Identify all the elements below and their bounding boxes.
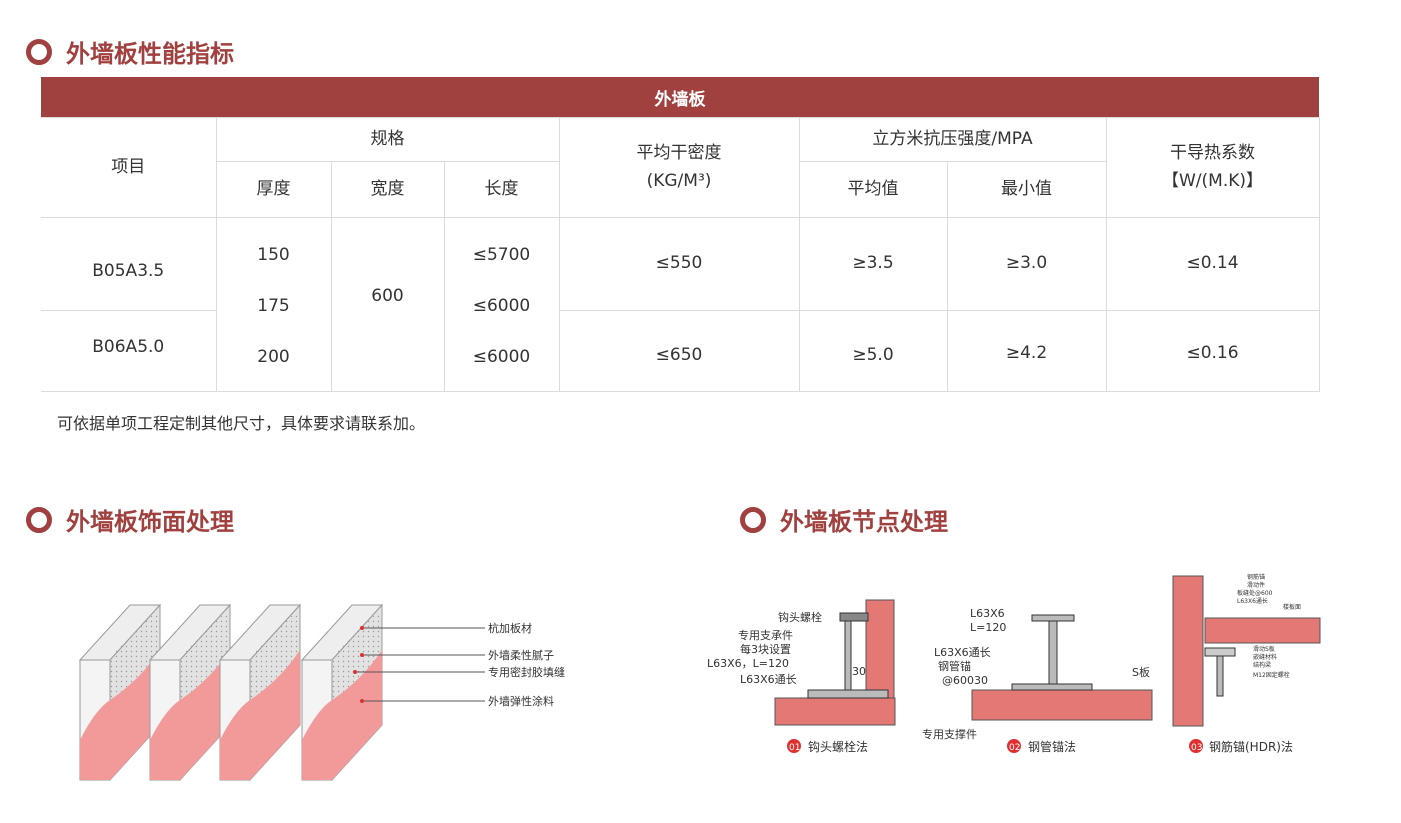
panel [78,603,162,782]
svg-text:嵌缝材料: 嵌缝材料 [1253,653,1277,661]
svg-text:滑动S板: 滑动S板 [1253,645,1275,653]
header-thermal: 干导热系数【W/(M.K)】 [1105,117,1320,218]
svg-text:专用支承件: 专用支承件 [738,628,793,642]
svg-text:L63X6，L=120: L63X6，L=120 [707,657,789,670]
header-length: 长度 [443,161,560,218]
svg-text:01: 01 [789,743,800,753]
svg-text:L63X6通长: L63X6通长 [934,646,991,659]
svg-text:结构梁: 结构梁 [1253,661,1271,669]
header-strength: 立方米抗压强度/MPA [798,117,1107,162]
svg-text:专用支撑件: 专用支撑件 [922,727,977,741]
svg-text:03: 03 [1191,743,1202,753]
panel [218,603,302,782]
label: 外墙弹性涂料 [488,694,554,708]
label: 杭加板材 [488,621,532,635]
svg-text:M12固定螺栓: M12固定螺栓 [1253,671,1290,679]
svg-text:楼板面: 楼板面 [1283,603,1301,611]
svg-text:L63X6通长: L63X6通长 [1237,597,1268,605]
section-title-joint: 外墙板节点处理 [740,502,948,537]
header-item: 项目 [41,117,217,218]
svg-text:钢筋锚: 钢筋锚 [1247,573,1265,581]
svg-text:@600: @600 [942,674,974,687]
panel [148,603,232,782]
section-title-finish: 外墙板饰面处理 [26,502,234,537]
header-spec: 规格 [331,117,444,162]
svg-text:L63X6: L63X6 [970,607,1005,620]
svg-text:滑动件: 滑动件 [1247,581,1265,589]
svg-text:02: 02 [1009,743,1020,753]
header-min: 最小值 [946,161,1107,218]
svg-text:板缝处@600: 板缝处@600 [1237,589,1273,597]
svg-text:钢管锚: 钢管锚 [938,659,971,673]
svg-text:L63X6通长: L63X6通长 [740,673,797,686]
wall-panels [78,603,384,782]
svg-text:30: 30 [974,674,988,687]
ring-icon [26,38,52,65]
header-thickness: 厚度 [216,161,332,218]
svg-text:钩头螺栓: 钩头螺栓 [778,610,822,624]
section-title-performance: 外墙板性能指标 [26,34,234,69]
header-avg: 平均值 [798,161,948,218]
finish-diagram: 杭加板材 外墙柔性腻子 专用密封胶填缝 外墙弹性涂料 [78,603,565,782]
ring-icon [26,506,52,533]
label: 专用密封胶填缝 [488,665,565,679]
joint-diagram-3: 钢筋锚 滑动件 板缝处@600 L63X6通长 楼板面 滑动S板 嵌缝材料 结构… [1172,573,1321,754]
svg-text:钩头螺栓法: 钩头螺栓法 [808,739,868,754]
header-density: 平均干密度(KG/M³) [558,117,800,218]
table-band: 外墙板 [41,77,1319,117]
footnote: 可依据单项工程定制其他尺寸，具体要求请联系加。 [57,414,426,433]
number-badge [1007,739,1021,753]
svg-text:L=120: L=120 [970,621,1006,634]
number-badge [787,739,801,753]
joint-diagram-2: L63X6 L=120 L63X6通长 钢管锚 @600 30 S板 专用支撑件… [922,607,1153,754]
table-row: B06A5.0 ≤650 ≥5.0 ≥4.2 ≤0.16 [41,310,1320,392]
svg-text:每3块设置: 每3块设置 [740,642,791,656]
svg-text:S板: S板 [1132,665,1150,679]
spec-table: 项目 规格 平均干密度(KG/M³) 立方米抗压强度/MPA 干导热系数【W/(… [41,117,1320,392]
ring-icon [740,506,766,533]
svg-text:30: 30 [852,665,866,678]
header-width: 宽度 [330,161,445,218]
number-badge [1189,739,1203,753]
label: 外墙柔性腻子 [488,648,554,662]
leader-lines [353,626,485,703]
joint-diagram-1: 钩头螺栓 专用支承件 每3块设置 L63X6，L=120 L63X6通长 30 … [707,599,896,754]
svg-text:钢管锚法: 钢管锚法 [1028,739,1076,754]
svg-text:钢筋锚(HDR)法: 钢筋锚(HDR)法 [1209,739,1293,754]
panel [300,603,384,782]
